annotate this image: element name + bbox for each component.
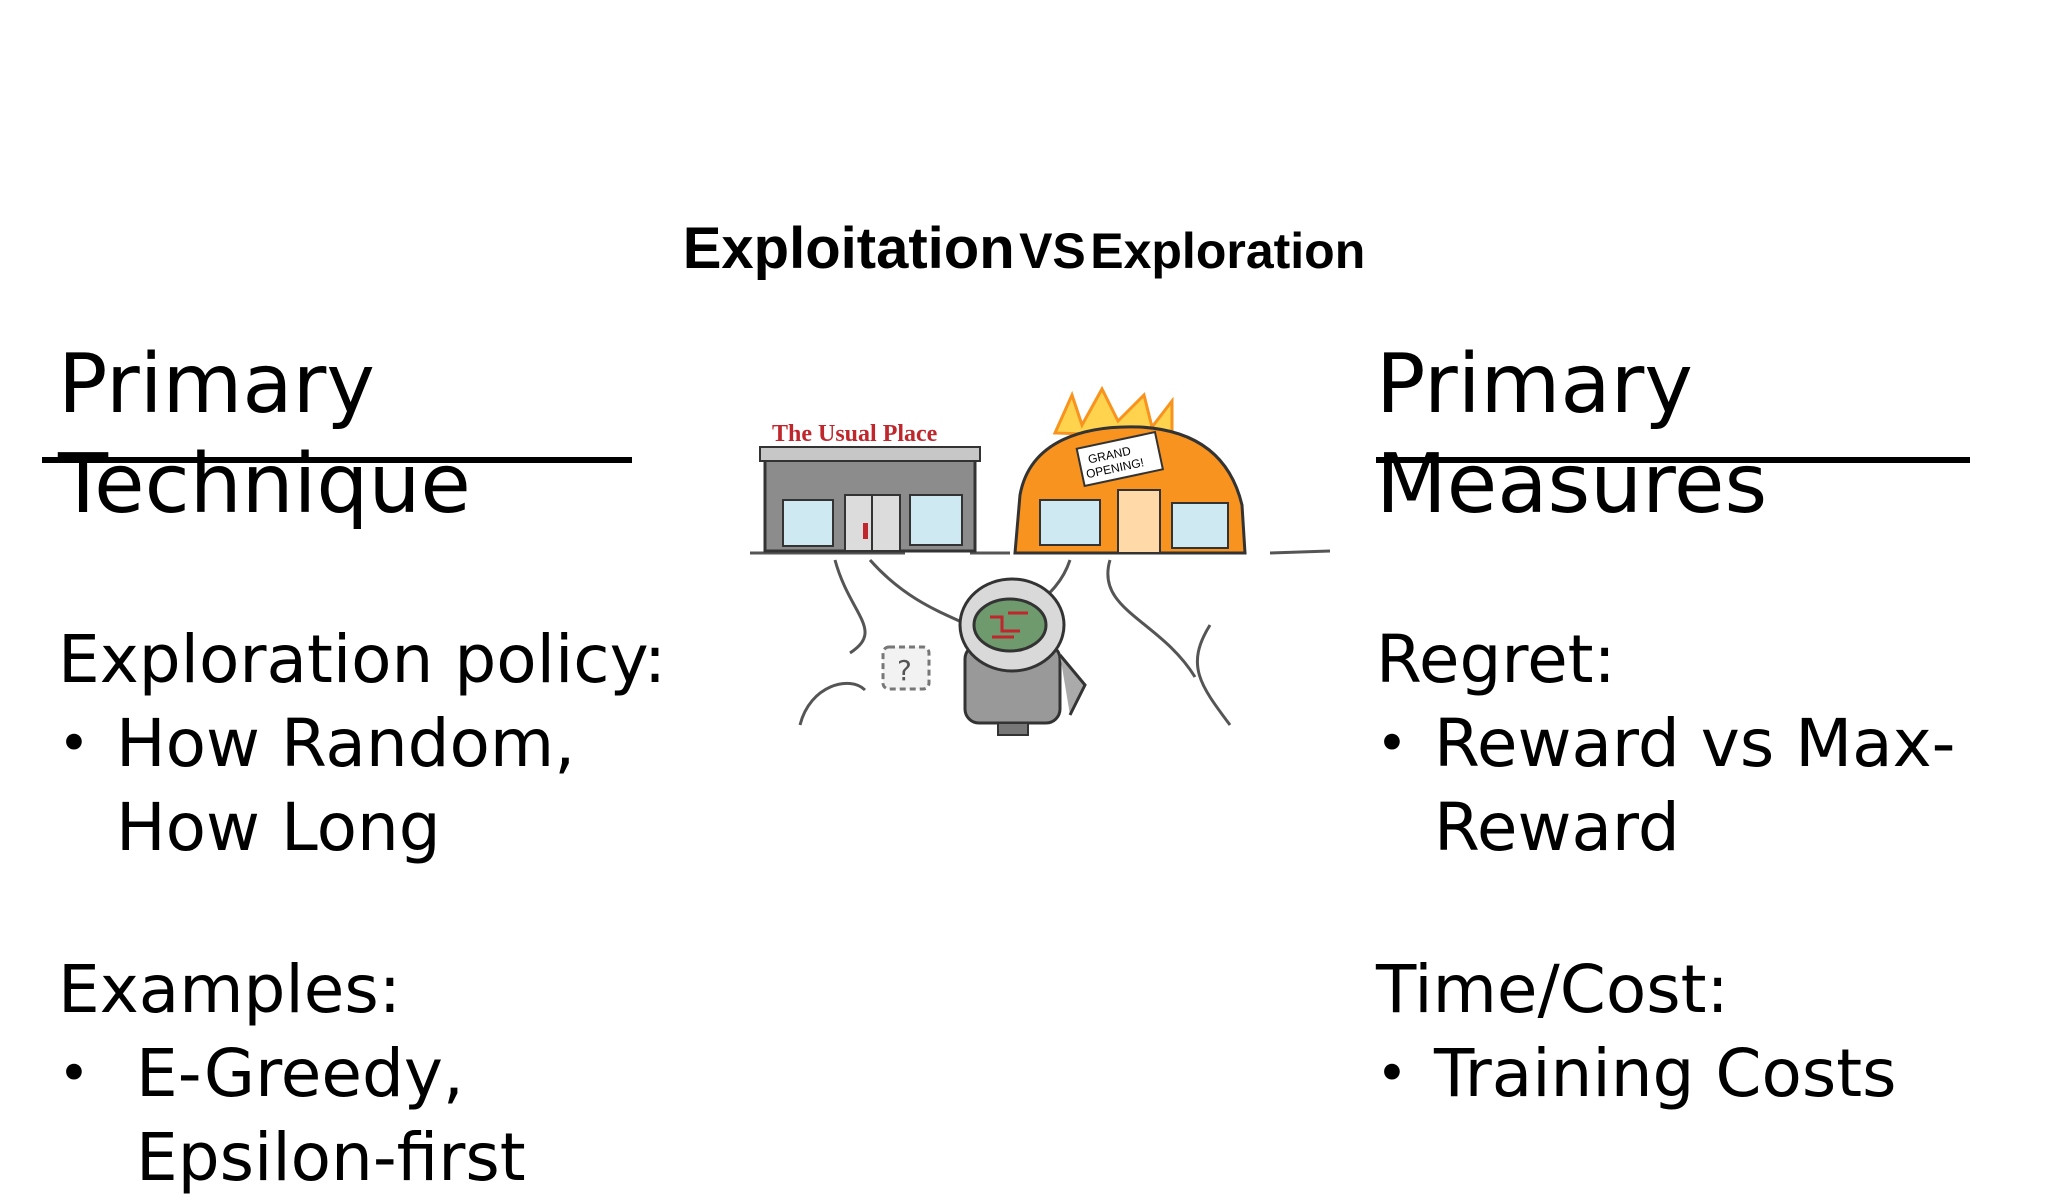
right-regret-bullet: • Reward vs Max- Reward	[1376, 702, 1955, 870]
burst-decoration	[1052, 385, 1174, 439]
left-section-examples: Examples: • E-Greedy, Epsilon-first	[58, 948, 526, 1200]
left-heading-line1: Primary	[58, 337, 375, 432]
ground-line	[750, 549, 1331, 555]
left-heading-rule	[42, 457, 632, 463]
path-line	[1195, 624, 1232, 726]
right-section-regret: Regret: • Reward vs Max- Reward	[1376, 618, 1955, 870]
left-section-policy: Exploration policy: • How Random, How Lo…	[58, 618, 666, 870]
usual-place-store: The Usual Place	[759, 421, 981, 553]
right-column: Primary Measures	[1376, 335, 1767, 535]
right-regret-bullet-line1: Reward vs Max-	[1434, 705, 1956, 782]
right-section-cost: Time/Cost: • Training Costs	[1376, 948, 1897, 1116]
left-policy-label: Exploration policy:	[58, 621, 667, 698]
left-examples-bullet-line2: Epsilon-first	[136, 1119, 526, 1196]
left-policy-bullet: • How Random, How Long	[58, 702, 666, 870]
left-examples-label: Examples:	[58, 951, 401, 1028]
bullet-dot: •	[58, 712, 90, 775]
illustration-svg: The Usual Place GRAND OPENING! ?	[750, 385, 1331, 736]
question-box-icon: ?	[881, 645, 931, 691]
right-heading-line2: Measures	[1376, 437, 1768, 532]
svg-text:?: ?	[897, 654, 912, 687]
left-policy-bullet-line1: How Random,	[116, 705, 576, 782]
right-cost-bullet: • Training Costs	[1376, 1032, 1897, 1116]
left-examples-bullet-line1: E-Greedy,	[136, 1035, 464, 1112]
right-regret-bullet-line2: Reward	[1434, 789, 1680, 866]
title-sub: Exploration	[1090, 223, 1366, 279]
right-cost-label: Time/Cost:	[1376, 951, 1729, 1028]
bullet-dot: •	[58, 1042, 90, 1105]
robot-icon	[958, 577, 1087, 736]
exploration-illustration: The Usual Place GRAND OPENING! ?	[740, 385, 1340, 765]
bullet-dot: •	[1376, 1042, 1408, 1105]
left-examples-bullet: • E-Greedy, Epsilon-first	[58, 1032, 526, 1200]
right-regret-label: Regret:	[1376, 621, 1616, 698]
right-heading-line1: Primary	[1376, 337, 1693, 432]
slide-title: Exploitation VS Exploration	[0, 215, 2048, 282]
path-line	[833, 559, 867, 655]
left-policy-bullet-line2: How Long	[116, 789, 441, 866]
path-line	[798, 681, 867, 726]
right-cost-bullet-line1: Training Costs	[1434, 1035, 1897, 1112]
left-heading-line2: Technique	[58, 437, 471, 532]
bullet-dot: •	[1376, 712, 1408, 775]
left-column: Primary Technique	[58, 335, 471, 535]
usual-place-sign: The Usual Place	[772, 421, 938, 447]
grand-opening-store: GRAND OPENING!	[1013, 385, 1247, 555]
title-main: Exploitation	[682, 216, 1015, 281]
path-line	[1106, 559, 1197, 678]
title-vs: VS	[1019, 223, 1086, 279]
right-heading-rule	[1376, 457, 1970, 463]
